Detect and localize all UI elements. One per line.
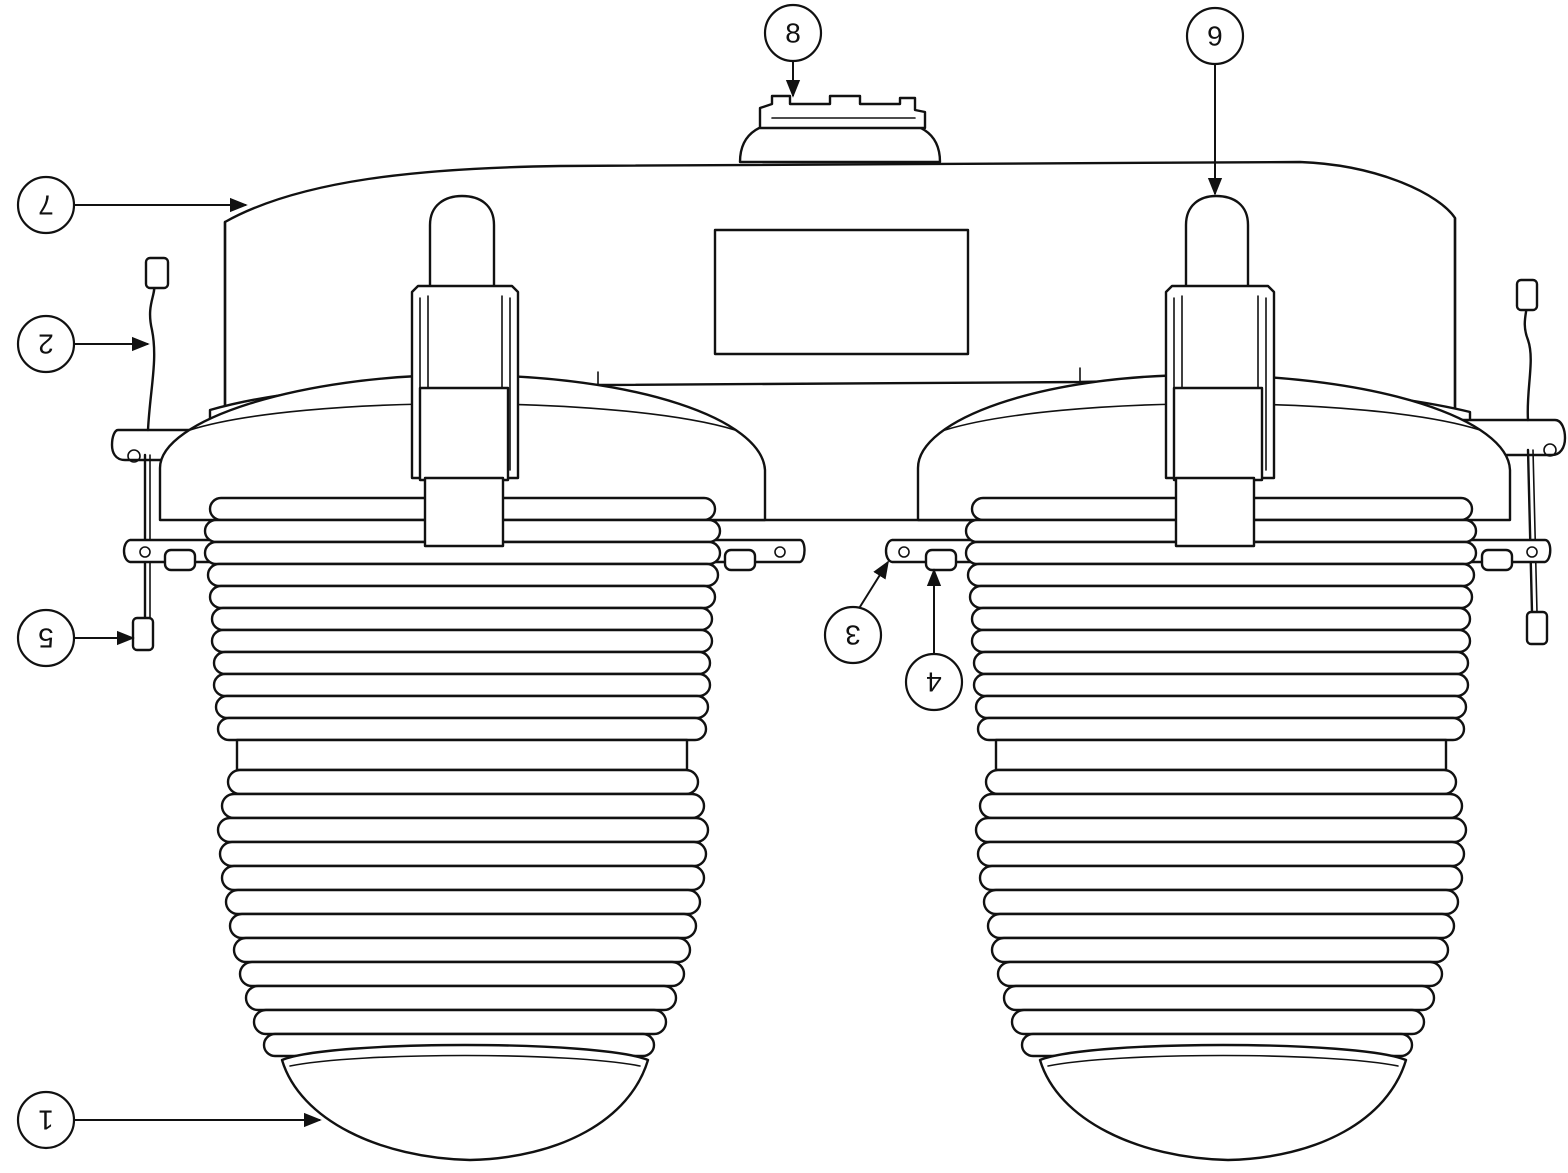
right-latch bbox=[1164, 194, 1276, 548]
top-cap bbox=[738, 94, 942, 164]
callout-6: 6 bbox=[1185, 6, 1245, 66]
callout-2: 2 bbox=[16, 314, 76, 374]
left-latch bbox=[410, 194, 520, 548]
callout-label: 8 bbox=[785, 18, 801, 49]
left-lower-ribs bbox=[216, 768, 710, 1058]
callout-8: 8 bbox=[763, 3, 823, 63]
callout-5: 5 bbox=[16, 608, 76, 668]
callout-1: 1 bbox=[16, 1090, 76, 1150]
callout-label: 3 bbox=[845, 620, 861, 651]
right-lower-ribs bbox=[974, 768, 1468, 1058]
callout-3: 3 bbox=[823, 605, 883, 665]
cord-plug-bottom-right bbox=[1525, 610, 1549, 646]
left-upper-ribs bbox=[203, 496, 722, 742]
leader-lines bbox=[72, 60, 1223, 1128]
callout-4: 4 bbox=[904, 652, 964, 712]
cord-plug-bottom-left bbox=[131, 616, 155, 652]
callout-label: 4 bbox=[926, 667, 942, 698]
callout-label: 1 bbox=[38, 1105, 54, 1136]
callout-label: 7 bbox=[38, 190, 54, 221]
callout-label: 6 bbox=[1207, 21, 1223, 52]
cord-plug-top-right bbox=[1515, 278, 1539, 312]
callout-label: 2 bbox=[38, 329, 54, 360]
callout-label: 5 bbox=[38, 623, 54, 654]
nameplate bbox=[713, 228, 970, 356]
cord-plug-top-left bbox=[144, 256, 170, 290]
callout-7: 7 bbox=[16, 175, 76, 235]
